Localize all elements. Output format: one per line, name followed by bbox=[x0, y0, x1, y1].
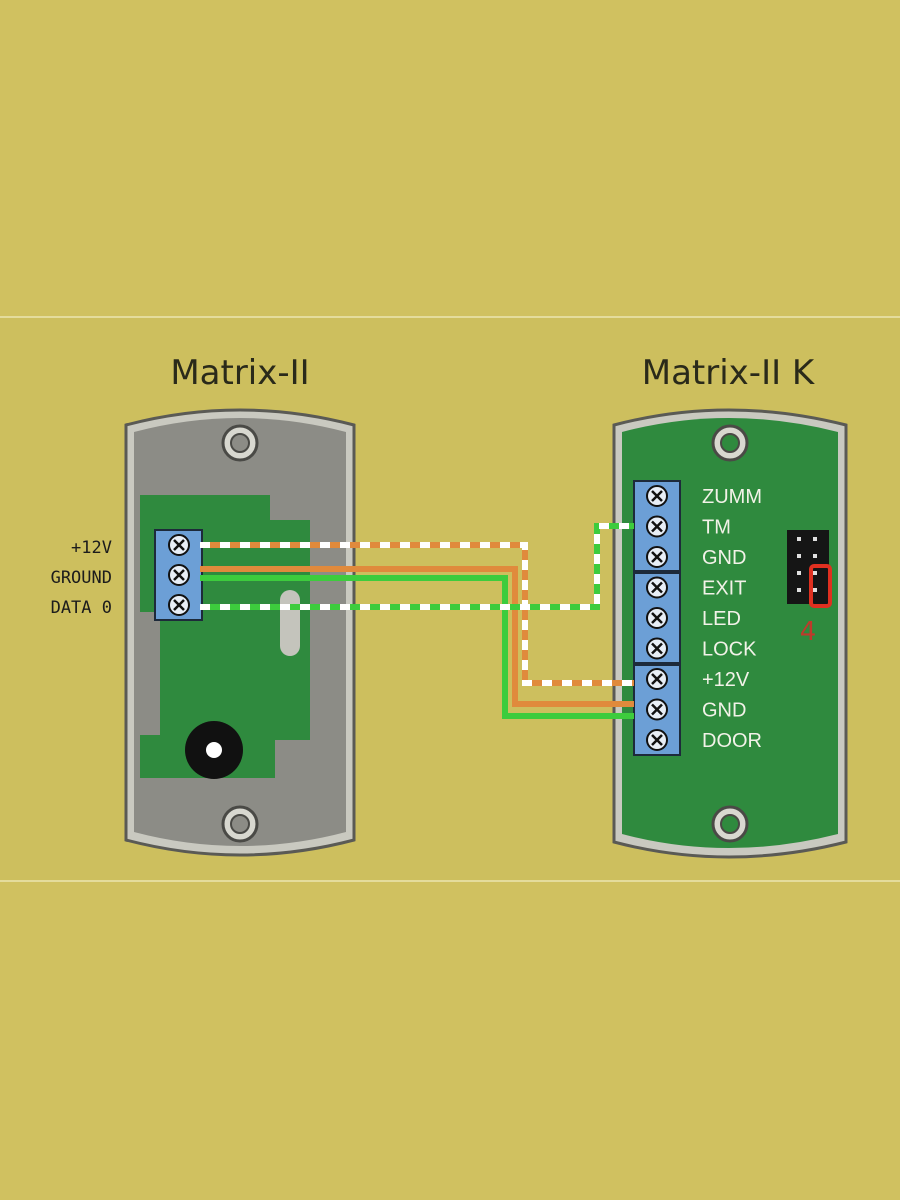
jumper-pin bbox=[797, 537, 801, 541]
reader-screw-1 bbox=[168, 534, 190, 556]
buzzer-hole bbox=[206, 742, 222, 758]
controller-label-gnd: GND bbox=[702, 700, 746, 722]
card-top-edge bbox=[0, 316, 900, 318]
wire-12v-stripe bbox=[200, 542, 634, 686]
controller-screw-4 bbox=[646, 576, 668, 599]
left-label-12v: +12V bbox=[71, 538, 112, 558]
controller-screw-5 bbox=[646, 607, 668, 629]
jumper-pin bbox=[813, 554, 817, 558]
controller-screw-1 bbox=[646, 485, 668, 507]
top-mounting-hole-inner bbox=[230, 433, 250, 453]
controller-screw-3 bbox=[646, 546, 668, 568]
wire-ground-orange bbox=[200, 566, 634, 707]
controller-label-tm: TM bbox=[702, 517, 731, 539]
controller-label-lock: LOCK bbox=[702, 639, 757, 661]
card-bottom-edge bbox=[0, 880, 900, 882]
matrix-ii-reader bbox=[124, 408, 356, 857]
controller-screw-7 bbox=[646, 668, 668, 690]
controller-label-12v: +12V bbox=[702, 669, 750, 691]
left-label-ground: GROUND bbox=[51, 568, 112, 588]
controller-screw-6 bbox=[646, 637, 668, 660]
jumper-pin bbox=[797, 571, 801, 575]
jumper-pin bbox=[797, 588, 801, 592]
jumper-pin bbox=[813, 571, 817, 575]
controller-screw-9 bbox=[646, 729, 668, 751]
reader-terminal-screws bbox=[168, 534, 190, 616]
controller-terminal-labels: ZUMM TM GND EXIT LED LOCK +12V GND DOOR bbox=[702, 486, 762, 752]
jumper-pin bbox=[797, 554, 801, 558]
right-device-title: Matrix-II K bbox=[642, 353, 816, 393]
jumper-pin bbox=[813, 588, 817, 592]
controller-screw-8 bbox=[646, 698, 668, 721]
controller-terminal-screws bbox=[646, 485, 668, 751]
wires bbox=[200, 523, 634, 719]
reader-screw-2 bbox=[168, 564, 190, 586]
controller-bottom-hole-inner bbox=[720, 814, 740, 834]
wire-ground-green bbox=[200, 575, 634, 719]
controller-label-door: DOOR bbox=[702, 730, 762, 752]
reader-screw-3 bbox=[168, 594, 190, 616]
bottom-mounting-hole-inner bbox=[230, 814, 250, 834]
wire-data0-green bbox=[200, 523, 634, 610]
reader-led-window bbox=[280, 590, 300, 656]
jumper-label: 4 bbox=[800, 617, 817, 647]
left-label-data0: DATA 0 bbox=[51, 598, 112, 618]
controller-label-exit: EXIT bbox=[702, 578, 746, 600]
controller-top-hole-inner bbox=[720, 433, 740, 453]
controller-screw-2 bbox=[646, 515, 668, 538]
jumper-cap bbox=[809, 564, 832, 608]
matrix-ii-k-controller: 4 bbox=[612, 408, 848, 859]
jumper-pin bbox=[813, 537, 817, 541]
left-device-title: Matrix-II bbox=[170, 353, 309, 393]
controller-label-gnd: GND bbox=[702, 547, 746, 569]
jumper-pins bbox=[797, 537, 817, 592]
controller-label-led: LED bbox=[702, 608, 741, 630]
controller-label-zumm: ZUMM bbox=[702, 486, 762, 508]
